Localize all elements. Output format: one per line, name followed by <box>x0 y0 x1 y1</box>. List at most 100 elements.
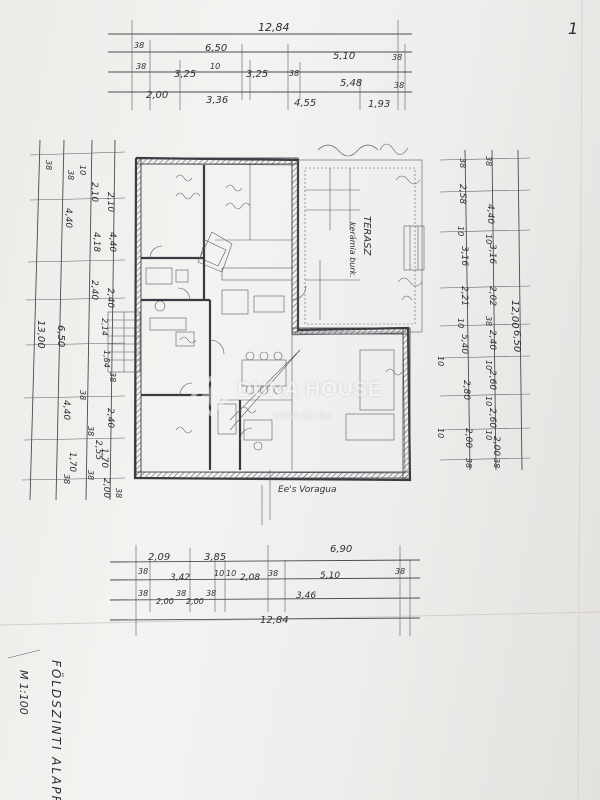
dim-label: 38 <box>134 41 144 50</box>
dim-label: 10 <box>214 569 224 578</box>
dim-label: 2,80 <box>461 380 471 400</box>
dim-label: 6,90 <box>330 544 352 555</box>
dim-label: 6,50 <box>55 325 66 347</box>
dim-label: 4,40 <box>61 400 71 420</box>
dim-label: 2,40 <box>89 280 99 300</box>
dim-label: 10 <box>484 360 493 370</box>
top-total-dim: 12,84 <box>258 21 290 34</box>
dim-label: 6,50 <box>511 330 522 352</box>
bottom-dimension-chain: 2,09 3,85 6,90 38 3,42 10 10 2,08 38 5,1… <box>109 544 421 636</box>
dim-label: 38 <box>484 316 493 326</box>
dim-label: 10 <box>210 62 220 71</box>
dim-label: 38 <box>138 567 148 576</box>
dim-label: 2,40 <box>105 288 115 308</box>
dim-label: 38 <box>289 69 299 78</box>
dim-label: 10 <box>484 430 493 440</box>
bottom-total-dim: 12,84 <box>260 615 289 626</box>
dim-label: 38 <box>492 458 501 468</box>
dim-label: 2,02 <box>487 286 497 306</box>
dim-label: 2,08 <box>240 573 260 583</box>
dim-label: 1,70 <box>67 452 77 472</box>
dim-label: 2,09 <box>148 552 170 563</box>
right-dimension-chain: 38 2,58 10 3,16 2,21 10 5,40 10 2,80 10 … <box>436 149 531 471</box>
dim-label: 5,40 <box>459 334 469 354</box>
dim-label: 38 <box>136 62 146 71</box>
terrace-area: TERASZ kerámia burk. <box>297 143 425 333</box>
dim-label: 1,84 <box>102 350 111 368</box>
dim-label: 2,10 <box>105 192 115 212</box>
dim-label: 5,10 <box>333 51 355 62</box>
dim-label: 6,50 <box>205 43 227 54</box>
dim-label: 38 <box>138 589 148 598</box>
building-outline <box>107 156 412 482</box>
dim-label: 38 <box>66 170 75 180</box>
drawing-title: FÖLDSZINTI ALAPRAJZ <box>49 660 65 800</box>
dim-label: 4,40 <box>485 204 495 224</box>
dim-label: 2,00 <box>146 90 168 101</box>
terrace-label: TERASZ <box>361 216 372 257</box>
dim-label: 10 <box>436 428 445 438</box>
dim-label: 10 <box>484 396 493 406</box>
dim-label: 38 <box>44 160 53 170</box>
dim-label: 10 <box>456 318 465 328</box>
dim-label: 2,60 <box>487 408 497 428</box>
dim-label: 3,25 <box>174 69 196 80</box>
title-block: M 1:100 FÖLDSZINTI ALAPRAJZ <box>7 649 65 800</box>
dim-label: 4,40 <box>63 208 73 228</box>
dim-label: 2,40 <box>105 408 115 428</box>
dim-label: 10 <box>456 226 465 236</box>
dim-label: 3,16 <box>459 246 469 266</box>
dim-label: 2,10 <box>89 182 99 202</box>
kitchen-counter <box>221 267 293 315</box>
dim-label: 2,14 <box>100 318 109 336</box>
dim-label: 10 <box>78 165 87 175</box>
dim-label: 4,55 <box>294 98 316 109</box>
dim-label: 38 <box>86 470 95 480</box>
dim-label: 2,00 <box>463 428 473 448</box>
dim-label: 2,00 <box>156 597 174 606</box>
dim-label: 5,48 <box>340 78 362 89</box>
bathroom-fixtures <box>145 267 273 451</box>
dim-label: 38 <box>392 53 402 62</box>
dim-label: 10 <box>436 356 445 366</box>
dim-label: 4,40 <box>107 232 117 252</box>
dim-label: 38 <box>86 426 95 436</box>
dim-label: 10 <box>226 569 236 578</box>
paper-edge <box>577 0 583 800</box>
dim-label: 12,00 <box>509 300 520 329</box>
dim-label: 5,10 <box>320 571 340 581</box>
door-swings <box>149 245 307 441</box>
dim-label: 10 <box>484 234 493 244</box>
dim-label: 38 <box>114 488 123 498</box>
dim-label: 2,60 <box>487 370 497 390</box>
dim-label: 2,21 <box>459 286 469 306</box>
top-dimension-chain: 12,84 38 6,50 5,10 38 38 3,25 10 3,25 38… <box>108 20 412 110</box>
living-room-furniture <box>229 349 395 441</box>
dim-label: 38 <box>268 569 278 578</box>
dim-label: 38 <box>176 589 186 598</box>
dining-table <box>241 351 287 395</box>
garden-plants <box>317 143 423 301</box>
dim-label: 38 <box>108 372 117 382</box>
dim-label: 3,42 <box>170 573 190 583</box>
dim-label: 38 <box>464 458 473 468</box>
left-dimension-chain: 38 2,10 4,18 2,40 6,50 38 4,40 38 2,55 3… <box>21 139 126 501</box>
dim-label: 3,16 <box>487 244 497 264</box>
dim-label: 2,55 <box>93 440 103 460</box>
page-number: 1 <box>568 19 578 38</box>
dim-label: 38 <box>78 390 87 400</box>
dim-label: 4,18 <box>91 232 101 252</box>
dim-label: 2,40 <box>487 330 497 350</box>
dim-label: 38 <box>206 589 216 598</box>
dim-label: 38 <box>484 156 493 166</box>
dim-label: 1,70 <box>99 448 109 468</box>
dim-label: 2,00 <box>101 478 111 498</box>
dim-label: 3,85 <box>204 552 226 563</box>
dim-label: 38 <box>395 567 405 576</box>
staircase <box>107 311 141 373</box>
dim-label: 2,58 <box>457 184 467 204</box>
dim-label: 3,25 <box>246 69 268 80</box>
dim-label: 1,93 <box>368 99 390 110</box>
